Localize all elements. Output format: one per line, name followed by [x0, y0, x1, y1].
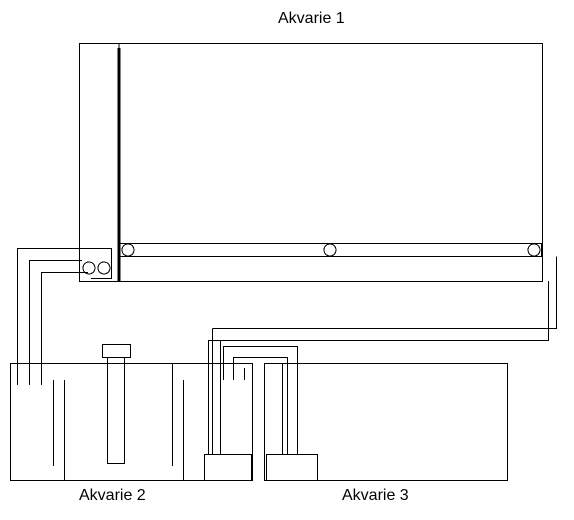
siphon-inner [234, 358, 288, 455]
feed-pipe-outer [209, 281, 549, 454]
spray-bar-outer [118, 244, 542, 257]
spray-nozzle-2 [324, 244, 336, 256]
return-pipe-outer [18, 249, 112, 386]
siphon-leg-2 [265, 364, 283, 455]
return-pipe-mid [30, 261, 83, 386]
return-pipe-inner [42, 273, 89, 386]
spray-nozzle-3 [528, 244, 540, 256]
heater-body [108, 358, 125, 464]
siphon-outer [224, 347, 298, 455]
pipe-bend-1 [83, 262, 95, 274]
tank-2-label: Akvarie 2 [79, 487, 146, 504]
spray-nozzle-1 [122, 244, 134, 256]
feed-pipe-inner-wall [213, 257, 557, 329]
pipe-bend-2 [98, 262, 110, 274]
heater-cap [103, 345, 131, 358]
pump-box-right [267, 455, 318, 481]
tank-1-label: Akvarie 1 [278, 10, 345, 27]
tank-1-outline [80, 44, 543, 282]
tank-3-outline [265, 364, 508, 481]
pump-box-left [205, 455, 252, 481]
tank-3-label: Akvarie 3 [342, 487, 409, 504]
tank-2-outline [11, 364, 253, 481]
